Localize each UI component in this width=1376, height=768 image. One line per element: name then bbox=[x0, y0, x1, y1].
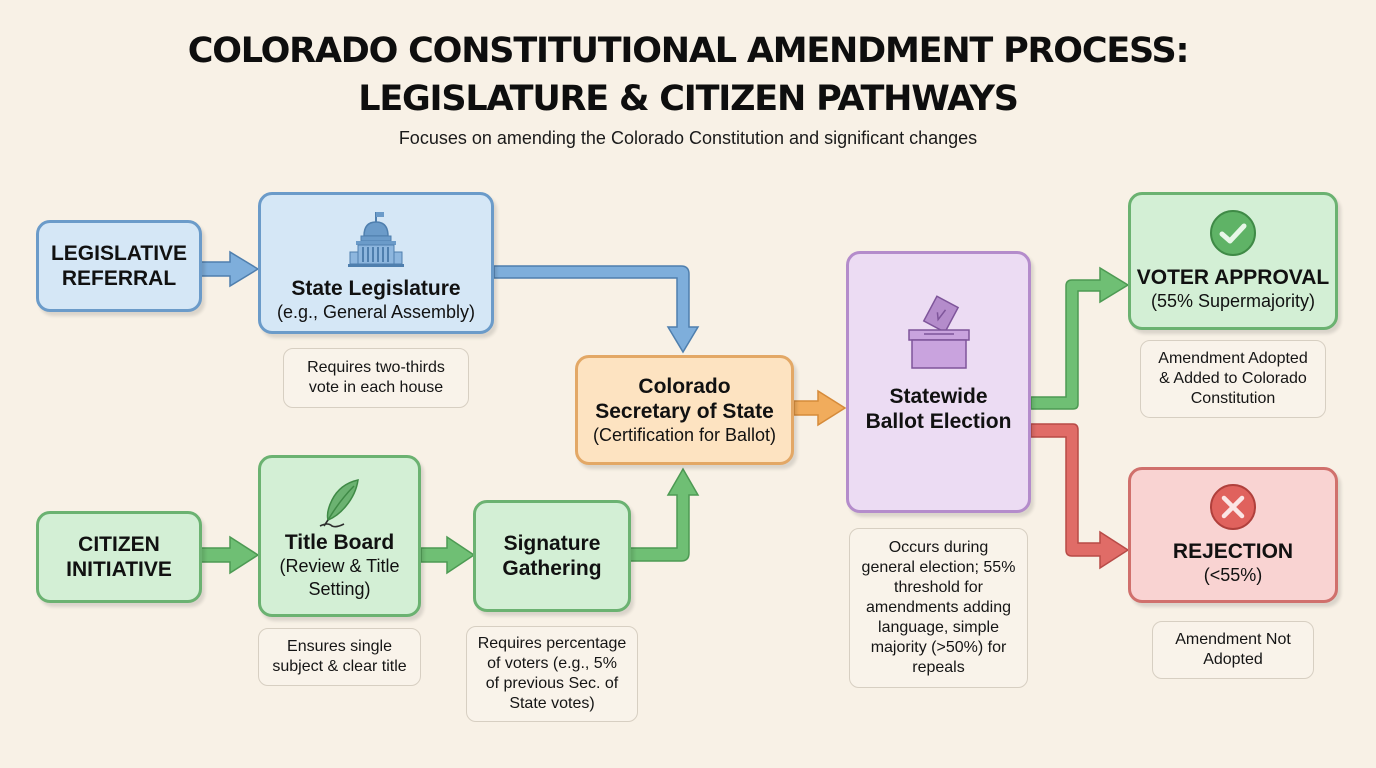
note-line: of voters (e.g., 5% bbox=[487, 655, 617, 672]
arrow-election-to-rejection bbox=[1030, 423, 1130, 570]
note-line: threshold for bbox=[894, 579, 983, 596]
title-board-box: Title Board (Review & Title Setting) bbox=[258, 455, 421, 617]
note-line: subject & clear title bbox=[272, 658, 407, 675]
arrow-signature-to-secretary bbox=[629, 467, 700, 562]
voter-approval-title: VOTER APPROVAL bbox=[1136, 266, 1330, 289]
arrow-referral-to-legislature bbox=[200, 250, 260, 288]
note-line: Constitution bbox=[1190, 390, 1276, 407]
title-board-subtitle-1: (Review & Title bbox=[279, 555, 400, 576]
voter-approval-subtitle: (55% Supermajority) bbox=[1150, 291, 1316, 311]
arrow-legislature-to-secretary bbox=[493, 265, 700, 354]
secretary-line2: Secretary of State bbox=[595, 399, 774, 423]
page-title-line1: COLORADO CONSTITUTIONAL AMENDMENT PROCES… bbox=[187, 31, 1190, 71]
state-legislature-subtitle: (e.g., General Assembly) bbox=[276, 302, 476, 322]
quill-pen-icon bbox=[319, 478, 359, 527]
note-line: Requires percentage bbox=[477, 635, 627, 652]
page-title-line2: LEGISLATURE & CITIZEN PATHWAYS bbox=[358, 79, 1019, 119]
note-line: Requires two-thirds bbox=[307, 359, 445, 376]
legislative-referral-line1: LEGISLATIVE bbox=[50, 242, 188, 265]
citizen-initiative-box: CITIZEN INITIATIVE bbox=[36, 511, 202, 603]
state-legislature-box: State Legislature (e.g., General Assembl… bbox=[258, 192, 494, 334]
note-line: State votes) bbox=[509, 695, 595, 712]
note-line: of previous Sec. of bbox=[485, 675, 619, 692]
election-line1: Statewide bbox=[889, 385, 988, 408]
x-circle-icon bbox=[1210, 484, 1256, 530]
note-line: Occurs during bbox=[888, 539, 989, 556]
signature-note: Requires percentage of voters (e.g., 5% … bbox=[466, 626, 638, 722]
rejection-subtitle: (<55%) bbox=[1203, 565, 1263, 585]
rejection-title: REJECTION bbox=[1172, 540, 1294, 563]
secretary-line1: Colorado bbox=[638, 374, 731, 398]
secretary-line3: (Certification for Ballot) bbox=[592, 424, 777, 445]
checkmark-circle-icon bbox=[1210, 210, 1256, 256]
signature-line1: Signature bbox=[503, 532, 601, 555]
note-line: repeals bbox=[912, 659, 965, 676]
note-line: majority (>50%) for bbox=[870, 639, 1007, 656]
title-board-subtitle-2: Setting) bbox=[308, 578, 371, 599]
ballot-box-icon bbox=[907, 295, 970, 369]
citizen-initiative-line1: CITIZEN bbox=[78, 533, 160, 556]
arrow-titleboard-to-signature bbox=[420, 535, 476, 575]
note-line: general election; 55% bbox=[861, 559, 1016, 576]
election-line2: Ballot Election bbox=[865, 410, 1012, 433]
legislature-note: Requires two-thirds vote in each house bbox=[283, 348, 469, 408]
note-line: Adopted bbox=[1203, 651, 1263, 668]
page-subtitle: Focuses on amending the Colorado Constit… bbox=[398, 128, 978, 148]
arrow-election-to-approval bbox=[1030, 266, 1130, 410]
note-line: Amendment Adopted bbox=[1158, 350, 1308, 367]
election-note: Occurs during general election; 55% thre… bbox=[849, 528, 1028, 688]
note-line: language, simple bbox=[878, 619, 999, 636]
arrow-citizen-to-titleboard bbox=[200, 535, 260, 575]
voter-approval-box: VOTER APPROVAL (55% Supermajority) bbox=[1128, 192, 1338, 330]
title-board-title: Title Board bbox=[284, 530, 395, 554]
secretary-of-state-box: Colorado Secretary of State (Certificati… bbox=[575, 355, 794, 465]
approval-note: Amendment Adopted & Added to Colorado Co… bbox=[1140, 340, 1326, 418]
note-line: & Added to Colorado bbox=[1159, 370, 1307, 387]
note-line: amendments adding bbox=[866, 599, 1011, 616]
note-line: Amendment Not bbox=[1175, 631, 1291, 648]
signature-line2: Gathering bbox=[502, 557, 602, 580]
rejection-note: Amendment Not Adopted bbox=[1152, 621, 1314, 679]
note-line: vote in each house bbox=[308, 379, 444, 396]
citizen-initiative-line2: INITIATIVE bbox=[66, 558, 172, 581]
title-board-note: Ensures single subject & clear title bbox=[258, 628, 421, 686]
capitol-building-icon bbox=[348, 212, 404, 267]
statewide-ballot-election-box: Statewide Ballot Election bbox=[846, 251, 1031, 513]
legislative-referral-line2: REFERRAL bbox=[61, 267, 177, 290]
rejection-box: REJECTION (<55%) bbox=[1128, 467, 1338, 603]
note-line: Ensures single bbox=[287, 638, 392, 655]
signature-gathering-box: Signature Gathering bbox=[473, 500, 631, 612]
legislative-referral-box: LEGISLATIVE REFERRAL bbox=[36, 220, 202, 312]
state-legislature-title: State Legislature bbox=[291, 277, 461, 300]
arrow-secretary-to-election bbox=[793, 389, 847, 427]
